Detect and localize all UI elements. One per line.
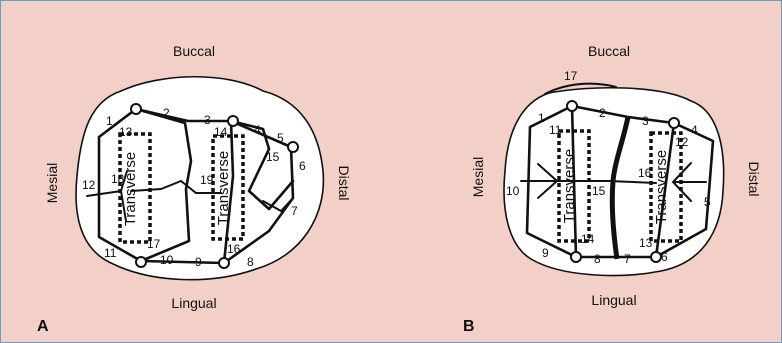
point-label-b-12: 12 (675, 135, 689, 149)
point-label-a-7: 7 (291, 204, 298, 218)
point-label-b-1: 1 (538, 111, 545, 125)
point-label-b-10: 10 (506, 184, 520, 198)
point-label-a-10: 10 (160, 253, 174, 267)
point-label-a-3: 3 (204, 113, 211, 127)
point-label-b-15: 15 (592, 184, 606, 198)
cusp-tip-b1 (567, 101, 577, 111)
lingual-label-a: Lingual (171, 295, 216, 311)
point-label-b-17: 17 (564, 69, 578, 83)
point-label-b-11: 11 (549, 123, 562, 137)
point-label-b-4: 4 (691, 123, 698, 137)
point-label-b-13: 13 (639, 236, 653, 250)
point-label-a-2: 2 (163, 106, 170, 120)
point-label-a-8: 8 (247, 255, 254, 269)
cusp-tip-a2 (228, 116, 238, 126)
mesial-label-a: Mesial (44, 163, 60, 203)
transverse-label-a2: Transverse (215, 151, 232, 225)
cusp-tip-a4 (136, 257, 146, 267)
panel-letter-a: A (37, 318, 49, 335)
buccal-label-a: Buccal (173, 43, 215, 59)
lingual-label-b: Lingual (591, 292, 636, 308)
cusp-tip-a1 (131, 104, 141, 114)
mesial-label-b: Mesial (470, 157, 486, 197)
point-label-b-5: 5 (704, 195, 711, 209)
buccal-label-b: Buccal (588, 43, 630, 59)
cusp-tip-b4 (651, 252, 661, 262)
point-label-b-6: 6 (661, 250, 668, 264)
point-label-a-6: 6 (299, 159, 306, 173)
cusp-tip-a5 (219, 258, 229, 268)
point-label-b-7: 7 (624, 252, 631, 266)
point-label-b-16: 16 (638, 166, 652, 180)
transverse-label-b1: Transverse (561, 149, 578, 223)
transverse-label-b2: Transverse (653, 150, 670, 224)
point-label-b-9: 9 (542, 246, 549, 260)
cusp-tip-b3 (571, 252, 581, 262)
point-label-a-14: 14 (214, 125, 228, 139)
point-label-a-16: 16 (227, 242, 241, 256)
point-label-b-3: 3 (642, 114, 649, 128)
transverse-label-a1: Transverse (122, 152, 139, 226)
point-label-a-1: 1 (106, 114, 113, 128)
point-label-a-17: 17 (147, 237, 161, 251)
point-label-a-13: 13 (119, 125, 133, 139)
point-label-b-14: 14 (581, 232, 595, 246)
point-label-a-11: 11 (104, 246, 117, 260)
point-label-a-12: 12 (82, 178, 96, 192)
distal-label-b: Distal (746, 161, 762, 196)
point-label-a-5: 5 (277, 131, 284, 145)
panel-letter-b: B (463, 318, 475, 335)
panel-a: Buccal Lingual Mesial Distal A Transvers… (37, 43, 352, 335)
point-label-a-9: 9 (195, 255, 202, 269)
cusp-tip-a3 (288, 142, 298, 152)
point-label-a-4: 4 (254, 123, 261, 137)
distal-label-a: Distal (336, 165, 352, 200)
point-label-b-8: 8 (594, 252, 601, 266)
point-label-a-18: 18 (111, 172, 125, 186)
point-label-a-19: 19 (200, 173, 214, 187)
cusp-tip-b2 (669, 118, 679, 128)
panel-b: Buccal Lingual Mesial Distal B Transvers… (463, 43, 762, 335)
point-label-b-2: 2 (599, 106, 606, 120)
point-label-a-15: 15 (266, 150, 280, 164)
